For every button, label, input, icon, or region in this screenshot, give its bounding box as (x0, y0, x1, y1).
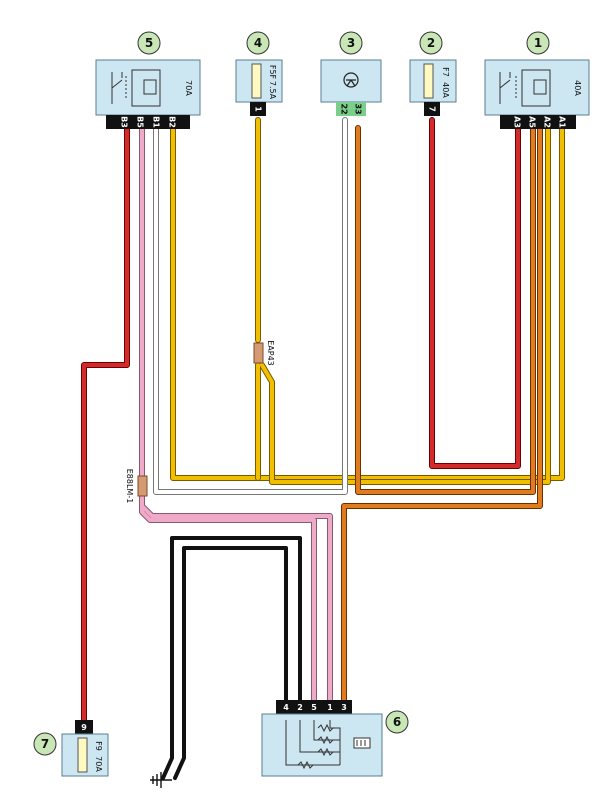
component-6-number: 6 (393, 715, 401, 729)
relay-switch-icon (499, 69, 551, 107)
wires (81, 117, 565, 780)
component-3-number: 3 (347, 36, 355, 50)
component-1-number: 1 (534, 36, 542, 50)
component-7-fuse: F9 (94, 741, 103, 751)
pin-2-c6: 2 (297, 703, 303, 712)
component-1-relay: 1 40A A3 A5 A2 A1 (484, 31, 590, 129)
wire-orange-a2 (355, 125, 536, 495)
pin-b5: B5 (136, 116, 145, 128)
component-7-rating: 70A (94, 756, 103, 772)
pin-22: 22 (340, 103, 349, 114)
component-6-resistor-module: 4 2 5 1 3 6 (261, 700, 409, 777)
switch-symbol-icon (343, 72, 359, 88)
component-1-rating: 40A (573, 80, 582, 96)
relay-switch-icon (111, 69, 161, 107)
component-5-number: 5 (145, 36, 153, 50)
component-5-rating: 70A (184, 80, 193, 96)
component-2-fuse: F7 (441, 67, 450, 77)
pin-1-c6: 1 (327, 703, 333, 712)
wire-black-ground (161, 536, 302, 780)
pin-5-c6: 5 (311, 703, 317, 712)
component-4-rating: 7.5A (268, 81, 277, 100)
wire-white-22 (153, 117, 348, 495)
pin-a2: A2 (543, 116, 552, 128)
wire-orange-a5 (341, 125, 543, 708)
pin-3-c6: 3 (341, 703, 347, 712)
pin-33: 33 (354, 103, 363, 114)
component-7-fuse: 9 F9 70A 7 (33, 720, 109, 777)
splice-e88lm-label: E88LM-1 (125, 469, 134, 504)
splice-eap43-label: EAP43 (266, 340, 275, 366)
fuse-icon (423, 63, 434, 99)
component-5-relay: 5 70A B3 B5 B1 B2 (95, 31, 201, 129)
fuse-icon (251, 63, 262, 99)
fuse-icon (77, 737, 88, 773)
wire-yellow-b2 (170, 125, 565, 481)
wire-red-f7 (429, 117, 521, 469)
heater-icon (353, 737, 371, 749)
pin-7: 7 (428, 106, 437, 112)
pin-b1: B1 (152, 116, 161, 128)
resistor-network-icon (285, 720, 341, 770)
wire-red-b3 (81, 125, 130, 723)
splice-e88lm: E88LM-1 (125, 469, 148, 504)
pin-b2: B2 (168, 116, 177, 128)
ground-icon (150, 772, 172, 788)
pin-a5: A5 (528, 116, 537, 128)
splice-eap43: EAP43 (253, 340, 275, 366)
component-7-number: 7 (41, 737, 49, 751)
component-2-number: 2 (427, 36, 435, 50)
component-4-number: 4 (254, 36, 262, 50)
pin-a1: A1 (558, 116, 567, 128)
wire-yellow-f5f (255, 117, 551, 485)
component-4-fuse: 4 F5F 7.5A 1 (235, 31, 283, 116)
component-3-switch: 3 22 33 (320, 31, 382, 116)
pin-a3: A3 (513, 116, 522, 128)
component-4-fuse: F5F (268, 65, 277, 80)
component-2-fuse: 2 F7 40A 7 (409, 31, 457, 116)
component-2-rating: 40A (441, 82, 450, 98)
pin-4-c6: 4 (283, 703, 289, 712)
pin-b3: B3 (120, 116, 129, 128)
pin-1-c4: 1 (254, 106, 263, 112)
pin-9: 9 (81, 723, 87, 732)
